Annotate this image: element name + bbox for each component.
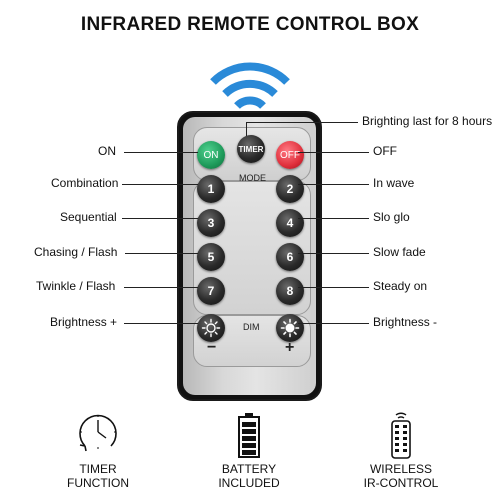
page-title: INFRARED REMOTE CONTROL BOX — [80, 14, 420, 35]
wifi-signal-icon — [210, 62, 290, 109]
leader-line — [298, 253, 369, 254]
feature-battery-line2: INCLUDED — [218, 476, 280, 490]
callout-on: ON — [98, 144, 116, 158]
mode-label: MODE — [239, 173, 266, 183]
callout-in-wave: In wave — [373, 176, 415, 190]
timer-button[interactable]: TIMER — [237, 135, 265, 163]
sun-filled-icon — [280, 318, 300, 338]
callout-brightness-minus: Brightness - — [373, 315, 438, 329]
mode-button-6[interactable]: 6 — [276, 243, 304, 271]
callout-slow-fade: Slow fade — [373, 245, 426, 259]
clock-icon — [79, 414, 117, 452]
leader-line — [124, 323, 198, 324]
mode-button-5[interactable]: 5 — [197, 243, 225, 271]
leader-line — [298, 152, 369, 153]
mode-button-1[interactable]: 1 — [197, 175, 225, 203]
callout-off: OFF — [373, 144, 397, 158]
leader-line — [298, 184, 369, 185]
leader-line — [298, 323, 369, 324]
feature-timer-line1: TIMER — [79, 462, 117, 476]
off-button[interactable]: OFF — [276, 141, 304, 169]
leader-line — [298, 287, 369, 288]
callout-slo-glo: Slo glo — [373, 210, 410, 224]
callout-chasing-flash: Chasing / Flash — [34, 245, 118, 259]
feature-battery-line1: BATTERY — [221, 462, 277, 476]
brightness-down-button[interactable] — [276, 314, 304, 342]
brightness-up-button[interactable] — [197, 314, 225, 342]
callout-sequential: Sequential — [60, 210, 117, 224]
minus-sign: − — [207, 339, 217, 356]
leader-line — [124, 287, 198, 288]
remote-face: ON TIMER OFF MODE 1 2 3 4 5 6 7 8 — [183, 117, 316, 395]
dim-label: DIM — [243, 322, 260, 332]
leader-line — [246, 122, 358, 123]
callout-steady-on: Steady on — [373, 279, 428, 293]
mode-button-3[interactable]: 3 — [197, 209, 225, 237]
feature-timer-line2: FUNCTION — [67, 476, 129, 490]
mode-button-4[interactable]: 4 — [276, 209, 304, 237]
remote-icon — [391, 412, 411, 459]
on-button[interactable]: ON — [197, 141, 225, 169]
callout-brightness-plus: Brightness + — [50, 315, 118, 329]
mode-button-7[interactable]: 7 — [197, 277, 225, 305]
leader-line — [124, 152, 198, 153]
feature-wireless-line1: WIRELESS — [369, 462, 432, 476]
mode-button-8[interactable]: 8 — [276, 277, 304, 305]
leader-line — [298, 218, 369, 219]
feature-wireless-line2: IR-CONTROL — [363, 476, 439, 490]
sun-outline-icon — [201, 318, 221, 338]
callout-combination: Combination — [51, 176, 119, 190]
leader-line — [125, 253, 198, 254]
callout-timer: Brighting last for 8 hours — [362, 114, 493, 128]
leader-line — [122, 218, 198, 219]
remote-control: ON TIMER OFF MODE 1 2 3 4 5 6 7 8 — [177, 111, 322, 401]
battery-icon — [238, 413, 260, 458]
callout-twinkle-flash: Twinkle / Flash — [36, 279, 116, 293]
mode-button-2[interactable]: 2 — [276, 175, 304, 203]
plus-sign: + — [285, 339, 295, 356]
leader-line — [246, 122, 247, 136]
leader-line — [122, 184, 198, 185]
